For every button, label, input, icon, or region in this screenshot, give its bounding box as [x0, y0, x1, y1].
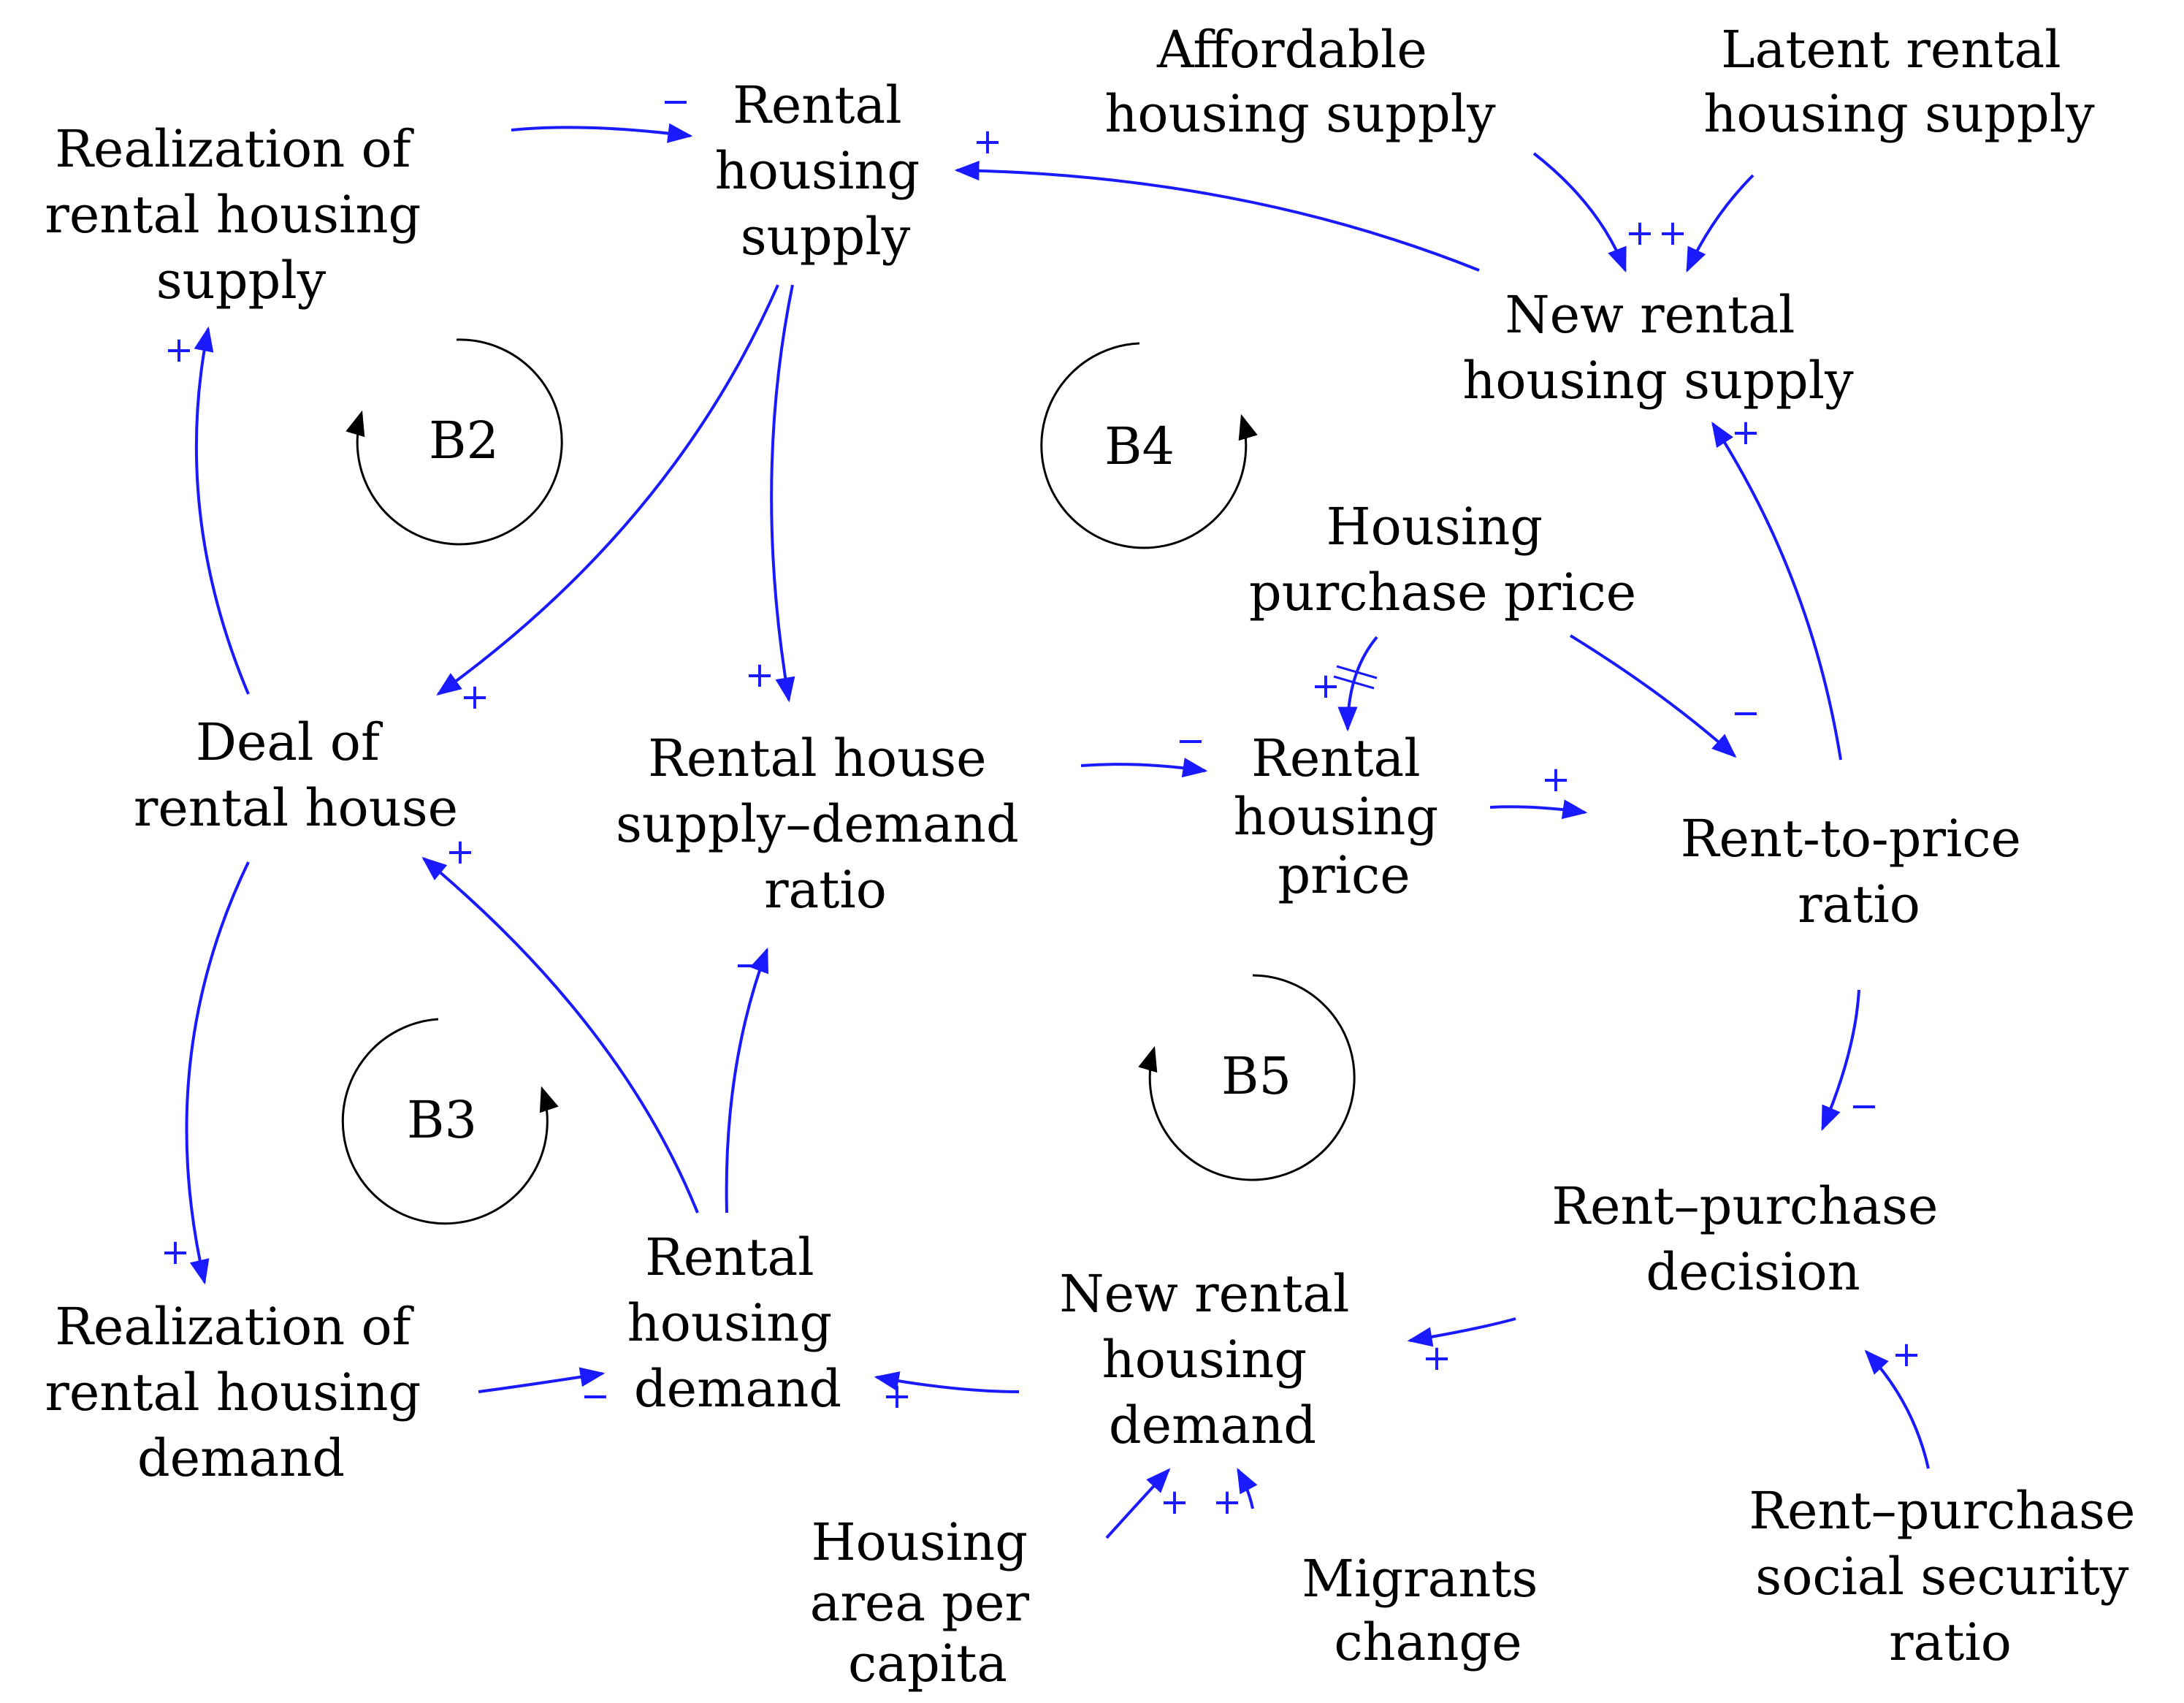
var-realization-of-rental-housing-demand: Realization of rental housing demand — [45, 1297, 437, 1488]
link-realization-demand-to-rental-demand — [478, 1367, 606, 1393]
polarity-rental-demand-to-deal: + — [446, 831, 475, 872]
polarity-rental-supply-to-deal: + — [460, 677, 489, 717]
var-rental-house-supply-demand-ratio: Rental house supply–demand ratio — [616, 728, 1035, 920]
var-rental-housing-demand: Rental housing demand — [627, 1227, 849, 1419]
loop-b4: B4 — [1040, 342, 1258, 549]
var-new-rental-housing-demand: New rental housing demand — [1059, 1264, 1365, 1455]
link-social-security-to-decision — [1864, 1349, 1930, 1469]
polarity-rent-to-price-to-new-supply: + — [1731, 412, 1760, 453]
polarity-decision-to-new-demand: + — [1422, 1338, 1451, 1379]
polarity-deal-to-realization-demand: + — [161, 1232, 190, 1273]
link-area-per-capita-to-new-demand — [1105, 1468, 1171, 1539]
link-rental-supply-to-ratio — [770, 284, 795, 703]
var-rent-purchase-decision: Rent–purchase decision — [1551, 1176, 1954, 1302]
loop-b4-arrow — [1040, 342, 1258, 549]
polarity-new-demand-to-rental-demand: + — [882, 1376, 912, 1417]
polarity-migrants-to-new-demand: + — [1213, 1482, 1242, 1523]
link-rental-demand-to-deal — [421, 856, 699, 1214]
var-housing-area-per-capita: Housing area per capita — [810, 1512, 1046, 1694]
loop-b5-label: B5 — [1221, 1046, 1291, 1106]
polarity-purchase-price-to-rental-price: + — [1311, 666, 1340, 706]
loop-b2-arrow — [345, 338, 563, 546]
var-deal-of-rental-house: Deal of rental house — [134, 712, 458, 838]
var-rent-to-price-ratio: Rent-to-price ratio — [1681, 809, 2037, 934]
link-purchase-price-to-rent-to-price — [1569, 634, 1737, 758]
delay-mark-2 — [1333, 675, 1375, 690]
polarity-signs: − + + + + + + + + − − + + − + − − + + + … — [161, 81, 1921, 1523]
loop-b2-label: B2 — [429, 411, 499, 470]
link-rent-to-price-to-decision — [1821, 989, 1860, 1132]
polarity-latent-to-new-supply: + — [1658, 213, 1687, 254]
loop-b2: B2 — [345, 338, 563, 546]
link-deal-to-realization-demand — [185, 861, 250, 1285]
polarity-area-per-capita-to-new-demand: + — [1160, 1482, 1189, 1523]
link-deal-to-realization-supply — [194, 326, 250, 695]
causal-links — [185, 123, 1930, 1539]
var-latent-rental-housing-supply: Latent rental housing supply — [1703, 20, 2095, 144]
polarity-rental-supply-to-ratio: + — [745, 655, 774, 696]
link-migrants-to-new-demand — [1237, 1468, 1258, 1509]
polarity-affordable-to-new-supply: + — [1625, 213, 1654, 254]
loop-b5-arrow — [1138, 974, 1356, 1181]
polarity-social-security-to-decision: + — [1892, 1334, 1921, 1375]
var-migrants-change: Migrants change — [1302, 1549, 1554, 1672]
link-realization-supply-to-rental-supply — [511, 123, 693, 143]
polarity-realization-supply-to-rental-supply: − — [661, 81, 690, 122]
polarity-realization-demand-to-rental-demand: − — [581, 1376, 610, 1417]
link-ratio-to-rental-price — [1080, 758, 1208, 778]
loop-b3-arrow — [341, 1018, 559, 1225]
polarity-purchase-price-to-rent-to-price: − — [1731, 693, 1760, 734]
polarity-deal-to-realization-supply: + — [164, 329, 194, 370]
polarity-rental-price-to-rent-to-price: + — [1541, 759, 1570, 800]
loop-b5: B5 — [1138, 974, 1356, 1181]
link-rental-price-to-rent-to-price — [1489, 799, 1588, 820]
loop-b3: B3 — [341, 1018, 559, 1225]
link-decision-to-new-demand — [1407, 1317, 1516, 1347]
delay-mark-1 — [1336, 665, 1378, 679]
link-rental-demand-to-ratio — [725, 947, 768, 1214]
loop-b3-label: B3 — [407, 1090, 477, 1150]
var-housing-purchase-price: Housing purchase price — [1249, 497, 1636, 622]
link-purchase-price-to-rental-price — [1337, 636, 1378, 732]
var-new-rental-housing-supply: New rental housing supply — [1462, 285, 1854, 411]
link-latent-to-new-supply — [1686, 174, 1755, 273]
link-new-demand-to-rental-demand — [874, 1371, 1020, 1393]
var-rental-housing-supply: Rental housing supply — [715, 75, 936, 267]
polarity-ratio-to-rental-price: − — [1176, 720, 1205, 761]
var-affordable-housing-supply: Affordable housing supply — [1104, 20, 1496, 144]
link-affordable-to-new-supply — [1532, 152, 1627, 273]
var-rent-purchase-social-security-ratio: Rent–purchase social security ratio — [1749, 1481, 2151, 1672]
polarity-new-supply-to-rental-supply: + — [973, 121, 1002, 162]
var-rental-housing-price: Rental housing price — [1234, 728, 1455, 905]
link-rental-supply-to-deal — [436, 284, 779, 696]
polarity-rent-to-price-to-decision: − — [1849, 1086, 1879, 1127]
link-rent-to-price-to-new-supply — [1711, 422, 1842, 761]
polarity-rental-demand-to-ratio: − — [734, 945, 763, 986]
loop-b4-label: B4 — [1104, 416, 1175, 476]
link-new-supply-to-rental-supply — [954, 160, 1480, 272]
var-realization-of-rental-housing-supply: Realization of rental housing supply — [45, 119, 437, 310]
